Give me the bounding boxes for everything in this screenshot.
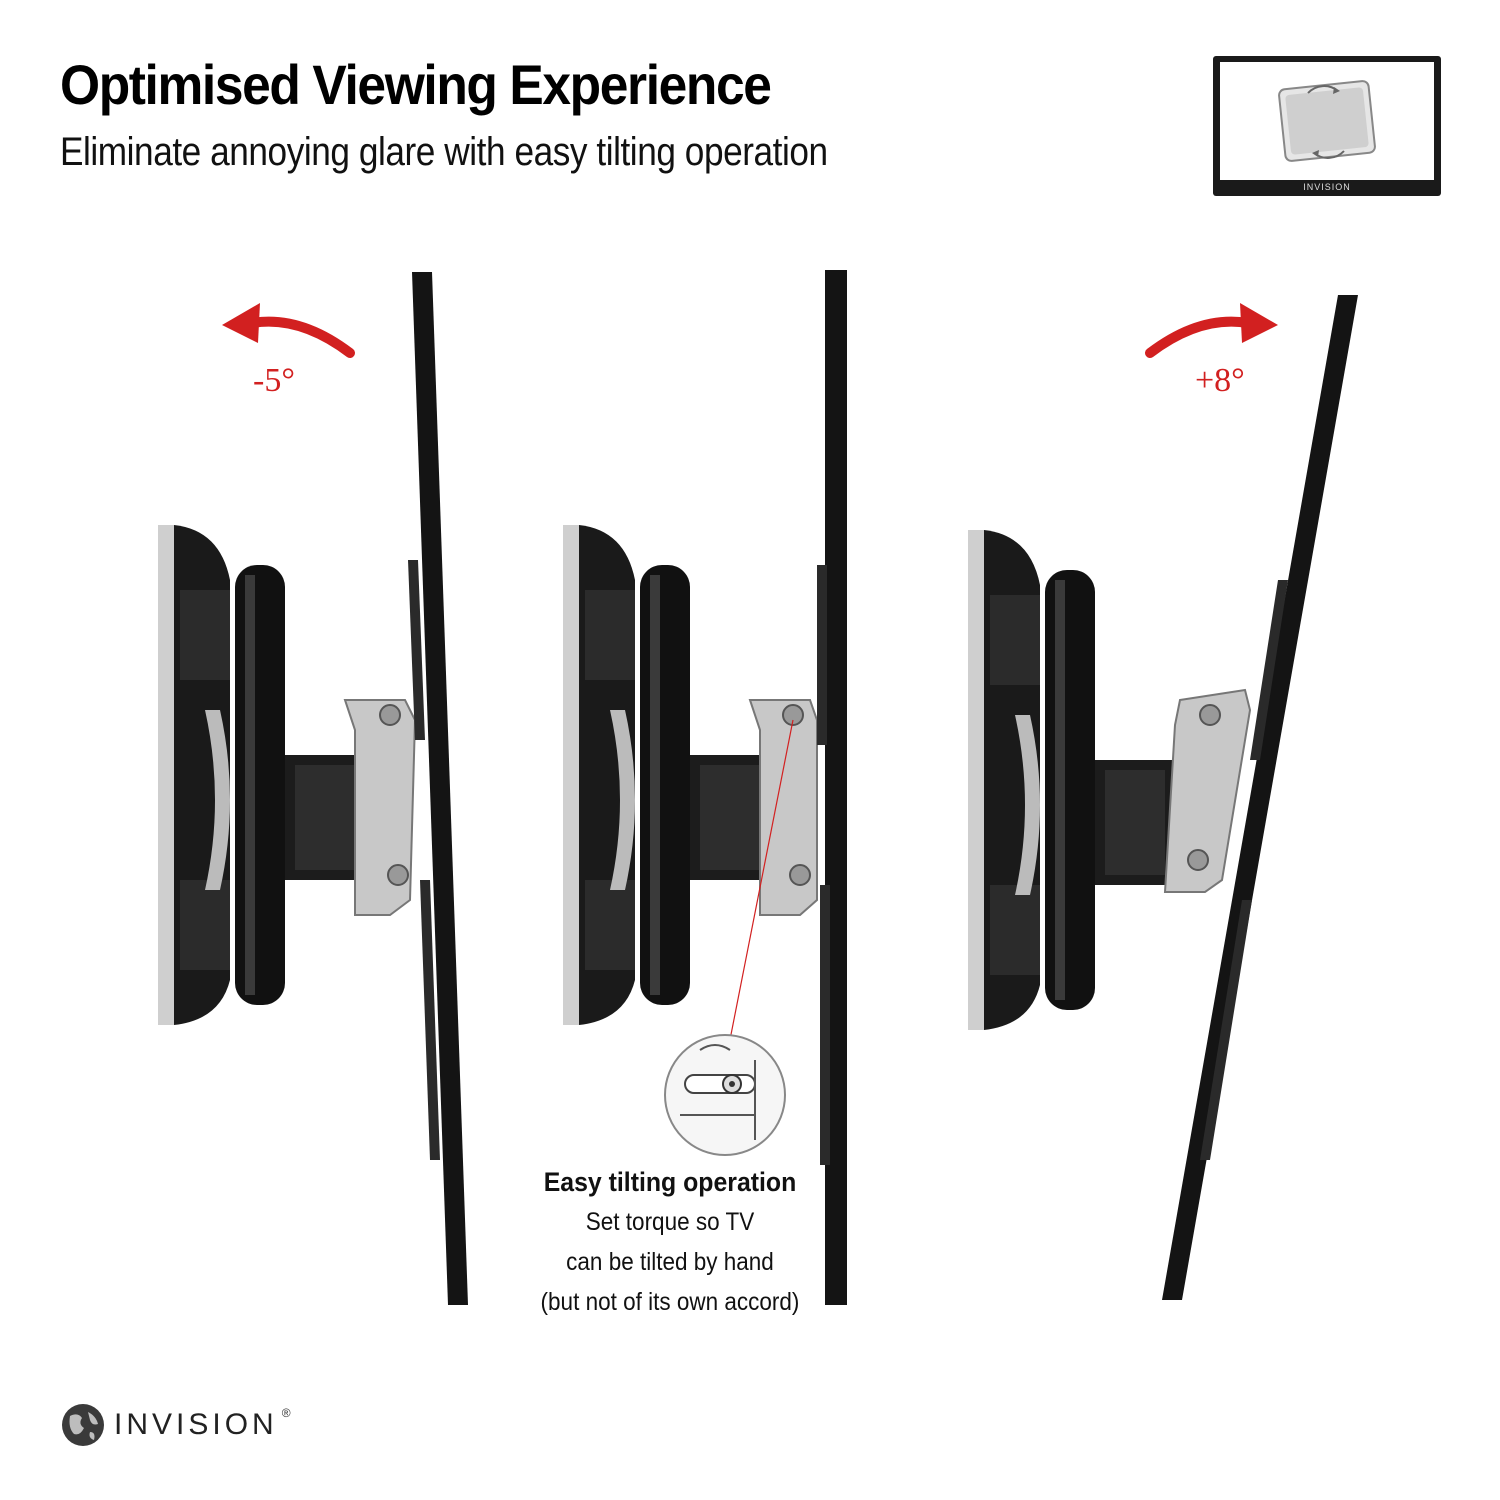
brand-name: INVISION: [114, 1408, 278, 1441]
globe-icon: [62, 1404, 104, 1446]
tv-mount-right: [968, 295, 1358, 1300]
tv-thumbnail: INVISION: [1212, 55, 1442, 197]
thumbnail-brand: INVISION: [1303, 182, 1351, 192]
tv-mount-center: [563, 270, 847, 1305]
callout-title: Easy tilting operation: [543, 1167, 797, 1197]
callout-line: Set torque so TV: [585, 1208, 755, 1236]
tilt-label-minus: -5°: [253, 362, 295, 399]
brand-logo: INVISION ®: [60, 1400, 291, 1450]
rotate-screen-icon: [1278, 80, 1376, 162]
registered-mark: ®: [281, 1406, 291, 1420]
page-title: Optimised Viewing Experience: [60, 53, 772, 116]
curved-arrow-left-icon: [222, 303, 355, 358]
tilt-label-plus: +8°: [1195, 362, 1245, 399]
callout-line: (but not of its own accord): [540, 1288, 800, 1316]
tv-thumbnail-graphic: [1213, 56, 1441, 196]
tv-mount-left: [158, 272, 468, 1305]
callout-detail-circle: [664, 1034, 786, 1156]
page-subtitle: Eliminate annoying glare with easy tilti…: [60, 130, 828, 174]
curved-arrow-right-icon: [1145, 303, 1278, 358]
callout-caption: Easy tilting operation Set torque so TV …: [505, 1162, 835, 1322]
callout-line: can be tilted by hand: [566, 1248, 774, 1276]
